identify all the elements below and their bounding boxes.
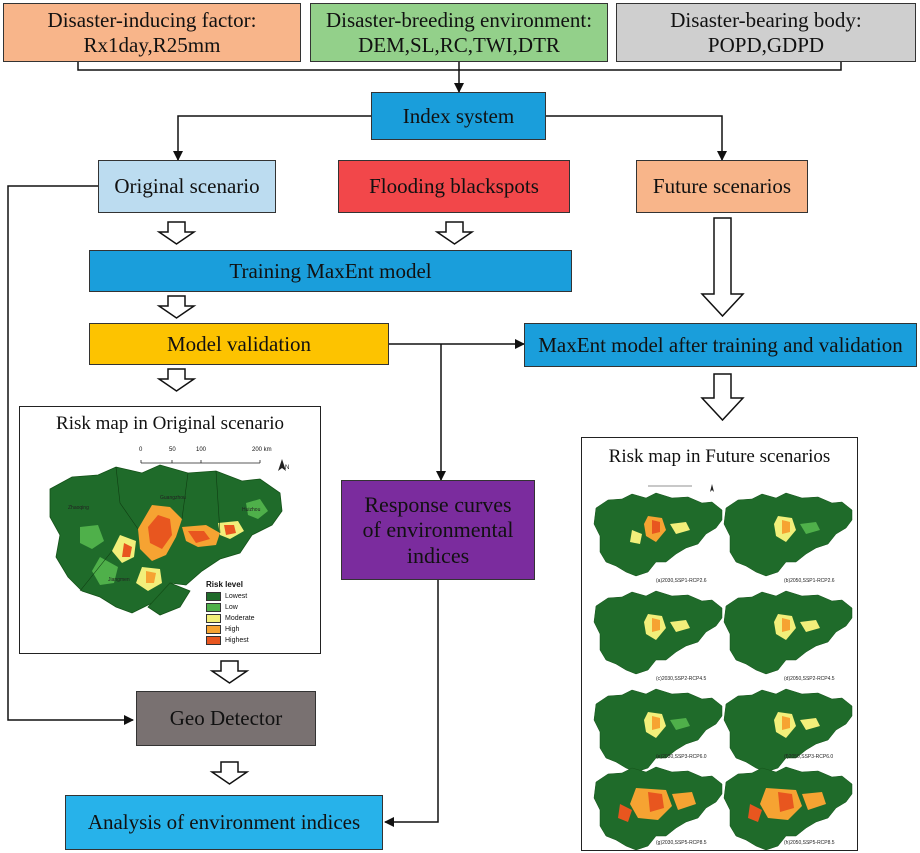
future-map-b <box>723 492 853 577</box>
legend-swatch-high <box>206 625 221 634</box>
original-map-title: Risk map in Original scenario <box>56 413 284 434</box>
legend-row-high: High <box>206 624 255 635</box>
box-disaster-breeding-environment: Disaster-breeding environment: DEM,SL,RC… <box>310 3 608 62</box>
legend-swatch-low <box>206 603 221 612</box>
response-line3: indices <box>406 542 470 568</box>
connector-original-to-geo <box>7 185 134 725</box>
legend-label-low: Low <box>225 604 238 611</box>
scale-tick-100: 100 <box>196 447 207 453</box>
original-map-graphic <box>49 459 286 616</box>
future-caption-f: (f)2050,SSP3-RCP6.0 <box>784 754 834 760</box>
hollow-arrow-geo <box>209 761 250 785</box>
legend-swatch-highest <box>206 636 221 645</box>
legend-label-high: High <box>225 626 240 633</box>
flooding-blackspots-label: Flooding blackspots <box>369 174 539 199</box>
box-geo-detector: Geo Detector <box>136 691 316 746</box>
breeding-line1: Disaster-breeding environment: <box>325 8 593 33</box>
box-analysis: Analysis of environment indices <box>65 795 383 850</box>
future-map-h <box>723 766 853 851</box>
legend-row-low: Low <box>206 602 255 613</box>
box-disaster-inducing-factor: Disaster-inducing factor: Rx1day,R25mm <box>3 3 301 62</box>
connector-response-to-analysis <box>384 580 439 827</box>
future-maps-grid <box>593 484 853 851</box>
connector-index-right <box>546 115 727 161</box>
box-flooding-blackspots: Flooding blackspots <box>338 160 570 213</box>
box-index-system: Index system <box>371 92 546 140</box>
future-caption-h: (h)2050,SSP5-RCP8.5 <box>784 840 835 846</box>
legend-row-moderate: Moderate <box>206 613 255 624</box>
box-maxent-after: MaxEnt model after training and validati… <box>524 323 917 367</box>
future-map-g <box>593 766 723 851</box>
box-response-curves: Response curves of environmental indices <box>341 480 535 580</box>
legend-label-highest: Highest <box>225 637 249 644</box>
panel-original-risk-map: Risk map in Original scenario <box>19 406 321 654</box>
geo-detector-label: Geo Detector <box>169 706 283 731</box>
box-training-maxent: Training MaxEnt model <box>89 250 572 292</box>
hollow-arrow-future <box>700 217 745 318</box>
box-model-validation: Model validation <box>89 323 389 365</box>
hollow-arrow-validation <box>156 368 197 392</box>
hollow-arrow-flooding <box>434 221 475 245</box>
box-future-scenarios: Future scenarios <box>636 160 808 213</box>
response-line2: of environmental <box>362 517 514 543</box>
response-line1: Response curves <box>364 492 512 518</box>
original-scenario-label: Original scenario <box>114 174 260 199</box>
future-caption-d: (d)2050,SSP2-RCP4.5 <box>784 676 835 682</box>
bearing-line2: POPD,GDPD <box>707 32 825 57</box>
future-map-c <box>593 590 723 675</box>
validation-label: Model validation <box>166 331 312 356</box>
future-map-f <box>723 688 853 773</box>
bearing-line1: Disaster-bearing body: <box>670 8 862 33</box>
scale-tick-50: 50 <box>169 447 176 453</box>
breeding-line2: DEM,SL,RC,TWI,DTR <box>358 32 560 57</box>
legend-title: Risk level <box>206 580 243 589</box>
scale-tick-200: 200 km <box>252 447 272 453</box>
panel-future-risk-map: Risk map in Future scenarios <box>581 437 858 851</box>
analysis-label: Analysis of environment indices <box>87 810 361 835</box>
legend-label-moderate: Moderate <box>225 615 255 622</box>
hollow-arrow-maxent <box>700 373 745 422</box>
legend-swatch-lowest <box>206 592 221 601</box>
inducing-line1: Disaster-inducing factor: <box>47 8 257 33</box>
future-map-d <box>723 590 853 675</box>
scale-tick-0: 0 <box>139 447 143 453</box>
future-caption-b: (b)2050,SSP1-RCP2.6 <box>784 578 835 584</box>
legend-row-highest: Highest <box>206 635 255 646</box>
index-system-label: Index system <box>402 103 515 128</box>
hollow-arrow-risk-map <box>209 660 250 684</box>
hollow-arrow-original <box>156 221 197 245</box>
connector-index-left <box>173 115 371 161</box>
future-caption-c: (c)2030,SSP2-RCP4.5 <box>656 676 707 682</box>
training-label: Training MaxEnt model <box>229 258 432 283</box>
place-label-jiangmen: Jiangmen <box>108 577 130 583</box>
place-label-guangzhou: Guangzhou <box>160 495 186 501</box>
original-map-legend: Risk level Lowest Low Moderate High High… <box>206 579 255 646</box>
inducing-line2: Rx1day,R25mm <box>83 32 221 57</box>
place-label-zhaoqing: Zhaoqing <box>68 505 89 511</box>
future-map-a <box>593 492 723 577</box>
box-disaster-bearing-body: Disaster-bearing body: POPD,GDPD <box>616 3 916 62</box>
box-original-scenario: Original scenario <box>98 160 276 213</box>
legend-label-lowest: Lowest <box>225 593 248 600</box>
future-caption-g: (g)2030,SSP5-RCP8.5 <box>656 840 707 846</box>
hollow-arrow-training <box>156 295 197 319</box>
north-label: N <box>285 465 290 471</box>
future-caption-a: (a)2030,SSP1-RCP2.6 <box>656 578 707 584</box>
legend-swatch-moderate <box>206 614 221 623</box>
legend-row-lowest: Lowest <box>206 591 255 602</box>
future-caption-e: (e)2030,SSP3-RCP6.0 <box>656 754 707 760</box>
place-label-huizhou: Huizhou <box>242 507 261 513</box>
future-map-e <box>593 688 723 773</box>
future-map-title: Risk map in Future scenarios <box>608 446 831 467</box>
future-scenarios-label: Future scenarios <box>652 174 792 199</box>
maxent-after-label: MaxEnt model after training and validati… <box>538 332 903 357</box>
